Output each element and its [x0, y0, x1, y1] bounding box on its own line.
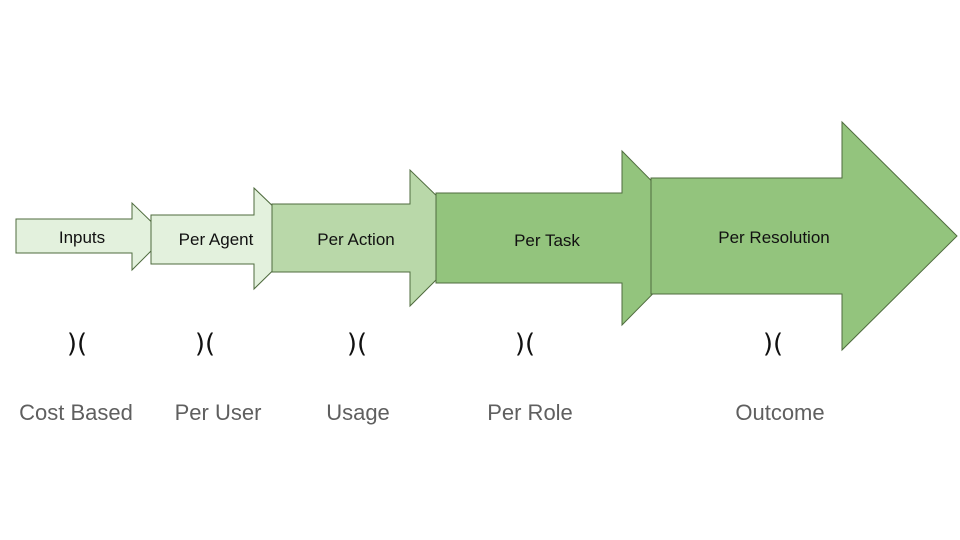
separator-2: )( — [195, 329, 215, 359]
separator-1: )( — [67, 329, 87, 359]
label-usage: Usage — [326, 400, 390, 425]
label-per-role: Per Role — [487, 400, 573, 425]
label-cost-based: Cost Based — [19, 400, 133, 425]
arrow-inputs: Inputs — [15, 201, 167, 272]
arrow-per-resolution: Per Resolution — [650, 120, 958, 352]
arrow-per-agent: Per Agent — [150, 186, 307, 291]
arrow-inputs-label: Inputs — [59, 228, 105, 247]
arrow-per-task-label: Per Task — [514, 231, 580, 250]
arrow-per-action: Per Action — [271, 168, 480, 308]
label-per-user: Per User — [175, 400, 262, 425]
arrow-per-agent-label: Per Agent — [179, 230, 254, 249]
arrow-inputs-shape — [15, 201, 167, 272]
label-outcome: Outcome — [735, 400, 824, 425]
separator-5: )( — [763, 329, 783, 359]
arrow-per-resolution-shape — [650, 120, 958, 352]
arrow-per-resolution-label: Per Resolution — [718, 228, 830, 247]
separator-3: )( — [347, 329, 367, 359]
separator-4: )( — [515, 329, 535, 359]
arrow-per-action-label: Per Action — [317, 230, 395, 249]
